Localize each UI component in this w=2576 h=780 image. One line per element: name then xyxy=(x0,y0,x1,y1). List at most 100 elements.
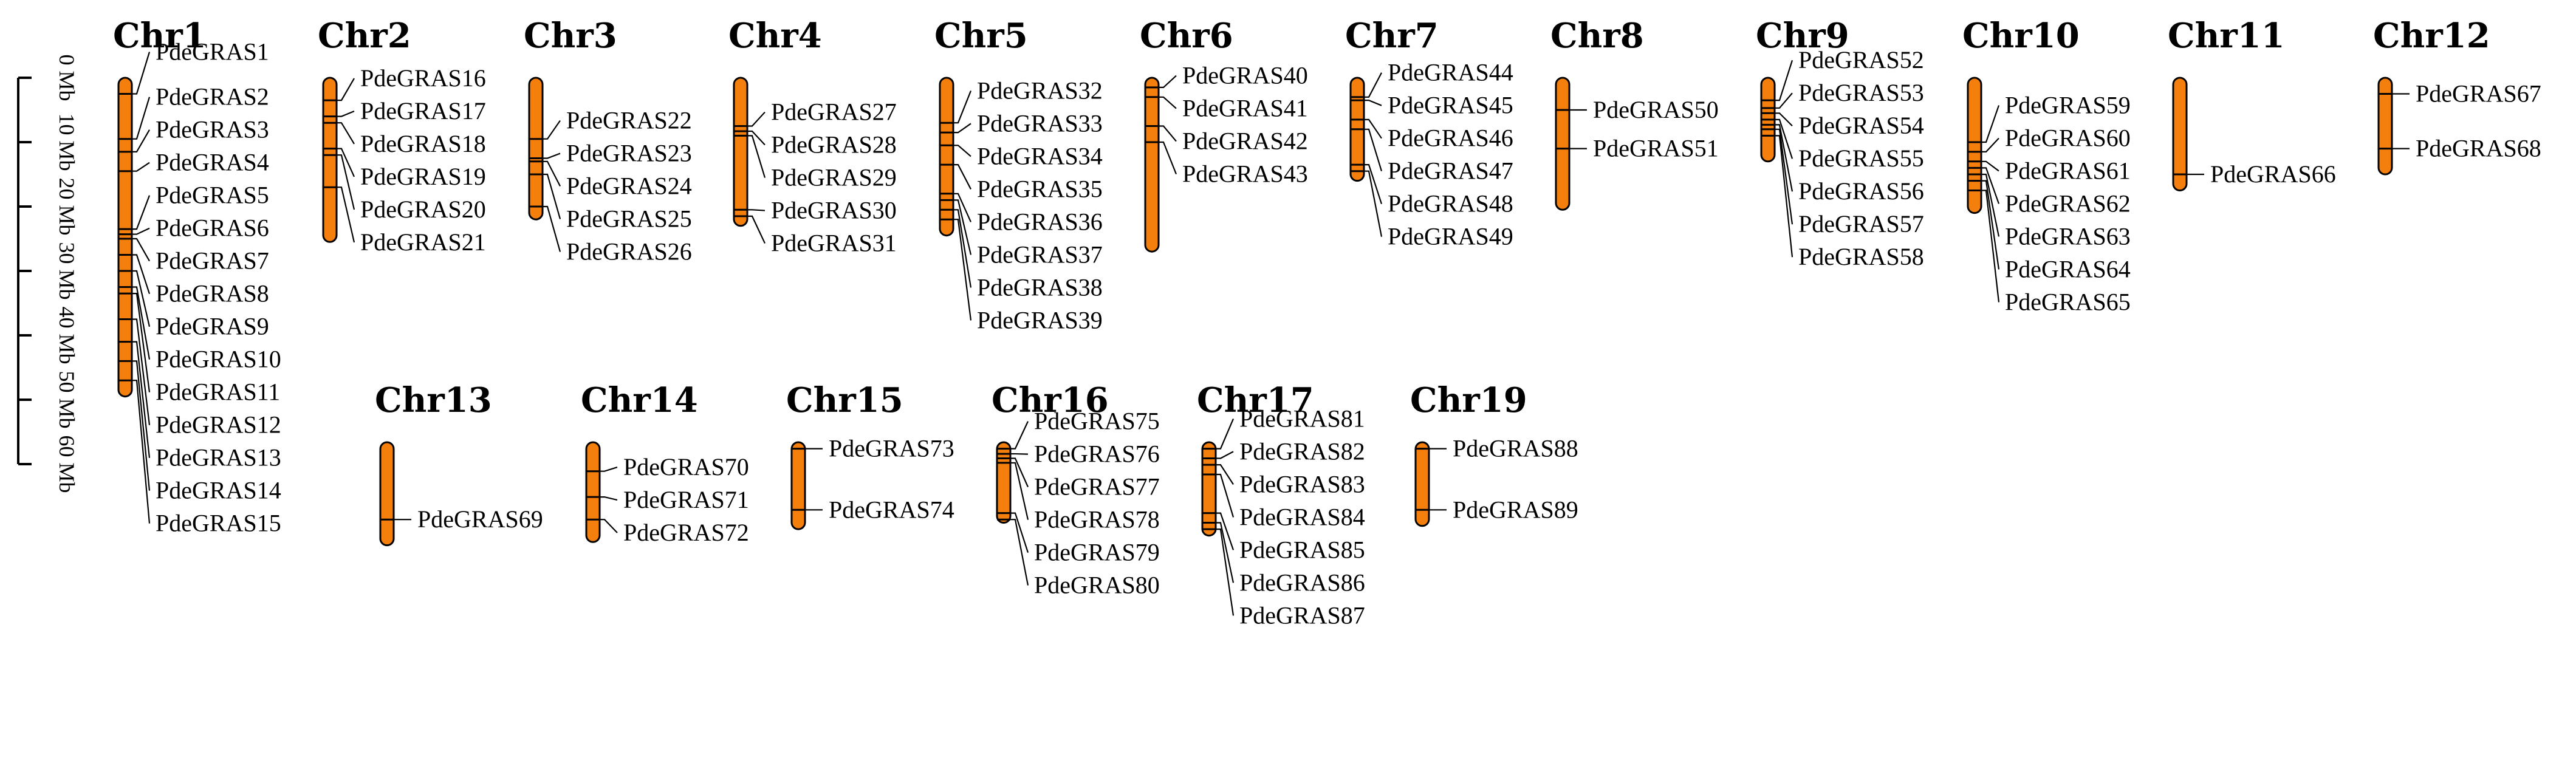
gene-leader-line xyxy=(953,209,972,288)
gene-leader-line xyxy=(1216,451,1234,459)
gene-label: PdeGRAS42 xyxy=(1182,128,1308,155)
scale-tick-label: 20 Mb xyxy=(55,177,79,235)
gene-leader-line xyxy=(132,293,151,392)
gene-label: PdeGRAS50 xyxy=(1593,96,1719,123)
gene-label: PdeGRAS86 xyxy=(1239,569,1365,596)
gene-label: PdeGRAS27 xyxy=(771,98,897,126)
gene-leader-line xyxy=(953,199,972,255)
gene-leader-line xyxy=(132,360,151,491)
gene-label: PdeGRAS48 xyxy=(1388,190,1513,217)
gene-label: PdeGRAS79 xyxy=(1034,539,1160,566)
gene-leader-line xyxy=(1364,118,1382,139)
gene-label: PdeGRAS74 xyxy=(829,496,954,523)
gene-label: PdeGRAS70 xyxy=(623,453,749,481)
gene-label: PdeGRAS25 xyxy=(566,205,692,233)
gene-label: PdeGRAS10 xyxy=(156,346,281,373)
gene-label: PdeGRAS51 xyxy=(1593,135,1719,162)
chromosome-title: Chr7 xyxy=(1345,16,1439,56)
gene-leader-line xyxy=(132,195,151,230)
gene-leader-line xyxy=(747,111,766,127)
gene-label: PdeGRAS14 xyxy=(156,477,281,504)
gene-label: PdeGRAS41 xyxy=(1182,95,1308,122)
gene-label: PdeGRAS80 xyxy=(1034,572,1160,599)
chromosome-bar xyxy=(1555,77,1571,211)
gene-leader-line xyxy=(543,173,561,219)
gene-label: PdeGRAS6 xyxy=(156,214,269,242)
gene-label: PdeGRAS59 xyxy=(2005,91,2131,118)
gene-leader-line xyxy=(132,162,150,172)
gene-leader-line xyxy=(600,519,618,533)
gene-leader-line xyxy=(1775,118,1793,159)
chromosome-bar xyxy=(117,77,133,398)
gene-leader-line xyxy=(1010,519,1029,586)
gene-label: PdeGRAS88 xyxy=(1453,435,1578,462)
gene-label: PdeGRAS16 xyxy=(360,64,486,92)
gene-leader-line xyxy=(132,254,151,295)
gene-leader-line xyxy=(543,152,561,159)
gene-label: PdeGRAS54 xyxy=(1798,112,1924,139)
gene-label: PdeGRAS69 xyxy=(417,505,543,533)
chromosome-bar xyxy=(733,77,748,227)
gene-leader-line xyxy=(747,135,766,178)
gene-leader-line xyxy=(1010,457,1029,488)
gene-leader-line xyxy=(1010,421,1029,450)
gene-leader-line xyxy=(132,52,151,95)
chromosome-chr7: Chr7PdeGRAS44PdeGRAS45PdeGRAS46PdeGRAS47… xyxy=(1345,16,1513,250)
gene-leader-line xyxy=(132,341,151,458)
chromosomes: Chr1PdeGRAS1PdeGRAS2PdeGRAS3PdeGRAS4PdeG… xyxy=(113,16,2541,629)
gene-leader-line xyxy=(600,466,618,472)
gene-label: PdeGRAS64 xyxy=(2005,255,2131,282)
scale-tick-label: 60 Mb xyxy=(55,435,79,493)
gene-label: PdeGRAS63 xyxy=(2005,222,2131,250)
gene-label: PdeGRAS71 xyxy=(623,486,749,513)
gene-label: PdeGRAS32 xyxy=(977,77,1103,104)
gene-leader-line xyxy=(1775,135,1793,258)
gene-label: PdeGRAS87 xyxy=(1239,601,1365,629)
gene-label: PdeGRAS38 xyxy=(977,273,1103,301)
gene-label: PdeGRAS52 xyxy=(1798,46,1924,74)
chromosome-chr10: Chr10PdeGRAS59PdeGRAS60PdeGRAS61PdeGRAS6… xyxy=(1962,16,2131,315)
scale-tick-label: 10 Mb xyxy=(55,113,79,171)
gene-leader-line xyxy=(1010,512,1029,553)
gene-label: PdeGRAS89 xyxy=(1453,496,1578,523)
gene-label: PdeGRAS62 xyxy=(2005,190,2131,217)
chromosome-title: Chr19 xyxy=(1410,380,1527,420)
gene-leader-line xyxy=(1216,528,1235,616)
chromosome-title: Chr12 xyxy=(2373,16,2490,56)
gene-label: PdeGRAS58 xyxy=(1798,243,1924,270)
chromosome-bar xyxy=(2172,77,2188,191)
chromosome-bar xyxy=(790,441,806,530)
gene-label: PdeGRAS78 xyxy=(1034,506,1160,533)
gene-leader-line xyxy=(747,130,766,146)
gene-leader-line xyxy=(953,123,971,134)
gene-label: PdeGRAS40 xyxy=(1182,62,1308,89)
gene-label: PdeGRAS84 xyxy=(1239,503,1365,530)
gene-label: PdeGRAS85 xyxy=(1239,536,1365,563)
chromosome-chr16: Chr16PdeGRAS75PdeGRAS76PdeGRAS77PdeGRAS7… xyxy=(992,380,1160,599)
gene-label: PdeGRAS56 xyxy=(1798,177,1924,205)
gene-label: PdeGRAS21 xyxy=(360,228,486,256)
gene-label: PdeGRAS66 xyxy=(2210,160,2336,188)
gene-label: PdeGRAS3 xyxy=(156,116,269,143)
gene-label: PdeGRAS76 xyxy=(1034,440,1160,468)
gene-label: PdeGRAS65 xyxy=(2005,288,2131,315)
chromosome-title: Chr6 xyxy=(1140,16,1233,56)
chromosome-chr1: Chr1PdeGRAS1PdeGRAS2PdeGRAS3PdeGRAS4PdeG… xyxy=(113,16,281,537)
gene-label: PdeGRAS34 xyxy=(977,142,1103,169)
chromosome-bar xyxy=(585,441,601,543)
gene-leader-line xyxy=(132,227,150,235)
chromosome-bar xyxy=(1144,77,1160,253)
chromosome-bar xyxy=(1201,441,1217,537)
gene-label: PdeGRAS35 xyxy=(977,175,1103,202)
gene-leader-line xyxy=(1981,180,2000,270)
gene-label: PdeGRAS77 xyxy=(1034,473,1160,501)
chromosome-title: Chr9 xyxy=(1756,16,1849,56)
gene-label: PdeGRAS61 xyxy=(2005,157,2131,184)
scale-tick-label: 40 Mb xyxy=(55,306,79,364)
